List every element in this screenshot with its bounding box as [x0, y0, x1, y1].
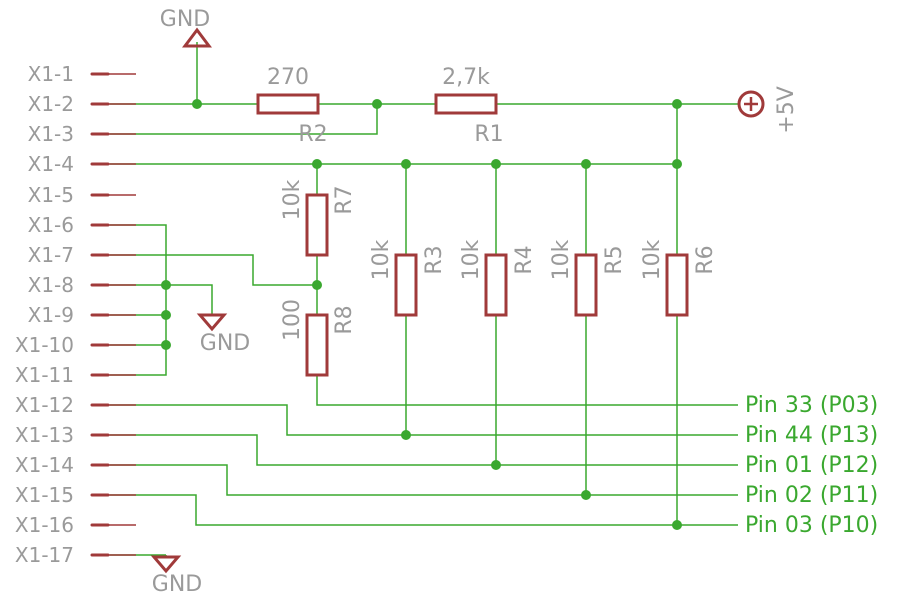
r5-name: R5 — [602, 245, 627, 274]
resistor-r3 — [394, 253, 418, 317]
resistor-r1 — [434, 93, 498, 115]
resistor-r5 — [574, 253, 598, 317]
resistor-labels-v: 10k R7 100 R8 10k R3 10k R4 10k R5 10k R… — [280, 179, 718, 341]
output-label-pin33: Pin 33 (P03) — [745, 393, 878, 418]
junction — [491, 460, 501, 470]
output-label-pin44: Pin 44 (P13) — [745, 423, 878, 448]
pin-label: X1-14 — [15, 453, 74, 477]
wire-x1-12 — [110, 404, 738, 436]
resistor-labels-h: 270 2,7k R2 R1 — [267, 65, 504, 147]
wires — [110, 42, 738, 556]
gnd-icon — [182, 27, 212, 48]
pin-label: X1-1 — [28, 62, 74, 86]
r4-value: 10k — [459, 239, 484, 280]
wire-x1-15 — [110, 494, 738, 526]
wire-x1-3 — [110, 104, 378, 135]
gnd-symbol-bottom: GND — [150, 555, 202, 597]
gnd-label: GND — [200, 331, 250, 356]
junction — [312, 280, 322, 290]
pin-label: X1-10 — [15, 333, 74, 357]
r8-name: R8 — [332, 305, 357, 334]
output-label-pin02: Pin 02 (P11) — [745, 483, 878, 508]
pin-label: X1-7 — [28, 243, 74, 267]
junction — [372, 99, 382, 109]
pin-label: X1-8 — [28, 273, 74, 297]
gnd-symbol-top: GND — [160, 7, 212, 48]
r3-name: R3 — [422, 245, 447, 274]
pin-label: X1-6 — [28, 213, 74, 237]
gnd-icon — [196, 313, 228, 332]
resistor-r7 — [305, 193, 329, 257]
r2-value: 270 — [267, 65, 309, 90]
junction — [161, 340, 171, 350]
gnd-label: GND — [160, 7, 210, 32]
junction — [312, 159, 322, 169]
r6-name: R6 — [693, 245, 718, 274]
junction — [161, 310, 171, 320]
pin-label: X1-4 — [28, 152, 74, 176]
r1-name: R1 — [474, 122, 503, 147]
gnd-icon — [150, 555, 182, 574]
output-label-pin01: Pin 01 (P12) — [745, 453, 878, 478]
resistor-r4 — [484, 253, 508, 317]
junction — [581, 490, 591, 500]
resistor-r2 — [256, 93, 320, 115]
wire-x1-7 — [110, 254, 317, 286]
r3-value: 10k — [369, 239, 394, 280]
junction — [672, 520, 682, 530]
junction — [192, 99, 202, 109]
output-label-pin03: Pin 03 (P10) — [745, 513, 878, 538]
resistor-r6 — [665, 253, 689, 317]
pin-label: X1-12 — [15, 393, 74, 417]
r8-value: 100 — [280, 299, 305, 341]
junction — [401, 159, 411, 169]
wire-x1-14 — [110, 464, 738, 496]
junction — [161, 280, 171, 290]
pin-label: X1-17 — [15, 543, 74, 567]
pin-label: X1-11 — [15, 363, 74, 387]
pin-label: X1-2 — [28, 92, 74, 116]
resistor-r8 — [305, 313, 329, 377]
pin-label: X1-3 — [28, 122, 74, 146]
pin-label: X1-5 — [28, 183, 74, 207]
junction — [491, 159, 501, 169]
wire-r8-out — [316, 375, 738, 406]
connector-labels: X1-1 X1-2 X1-3 X1-4 X1-5 X1-6 X1-7 X1-8 … — [15, 62, 74, 567]
pin-label: X1-9 — [28, 303, 74, 327]
junction — [401, 430, 411, 440]
pin-label: X1-16 — [15, 513, 74, 537]
pin-label: X1-13 — [15, 423, 74, 447]
output-labels: Pin 33 (P03) Pin 44 (P13) Pin 01 (P12) P… — [745, 393, 878, 538]
r1-value: 2,7k — [442, 65, 490, 90]
junction — [672, 159, 682, 169]
gnd-symbol-mid: GND — [196, 313, 250, 356]
r5-value: 10k — [549, 239, 574, 280]
gnd-label: GND — [152, 572, 202, 597]
supply-icon — [737, 90, 765, 118]
wire-x1-13 — [110, 434, 738, 466]
supply-label: +5V — [774, 86, 799, 133]
wire-x1-6 — [110, 224, 167, 376]
pin-label: X1-15 — [15, 483, 74, 507]
r4-name: R4 — [512, 245, 537, 274]
connector-pins — [90, 72, 110, 557]
connector-pin-lines — [108, 73, 136, 556]
r7-value: 10k — [280, 179, 305, 220]
resistors — [256, 93, 689, 377]
junction — [581, 159, 591, 169]
r2-name: R2 — [298, 122, 327, 147]
r7-name: R7 — [332, 185, 357, 214]
supply-symbol: +5V — [737, 86, 799, 134]
wire-x1-8 — [110, 284, 213, 315]
r6-value: 10k — [640, 239, 665, 280]
junction — [672, 99, 682, 109]
junctions — [161, 99, 682, 530]
